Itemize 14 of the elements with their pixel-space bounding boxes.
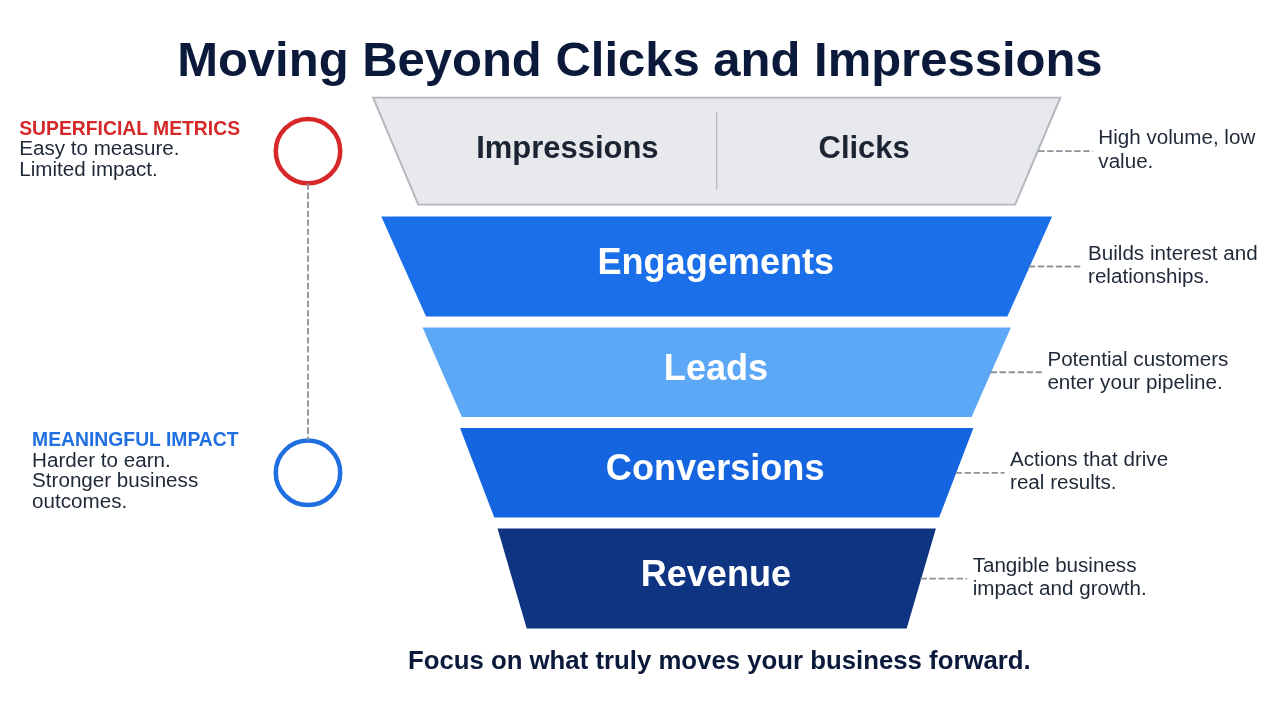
connector [989, 371, 1043, 374]
node-circle [273, 438, 343, 508]
connector [1037, 150, 1094, 153]
connector [919, 577, 968, 580]
caption: Focus on what truly moves your business forward. [407, 645, 1031, 674]
node-text: Builds interest and relationships. [1088, 240, 1258, 288]
diagram-title: Moving Beyond Clicks and Impressions [177, 32, 1103, 87]
node-text: Tangible business impact and growth. [972, 552, 1147, 600]
node-text: Potential customers enter your pipeline. [1047, 346, 1229, 393]
connector [954, 471, 1006, 474]
connector [307, 182, 309, 442]
node-text: High volume, low value. [1098, 125, 1256, 172]
node-text: Actions that drive real results. [1010, 447, 1169, 494]
node-circle [273, 116, 343, 186]
